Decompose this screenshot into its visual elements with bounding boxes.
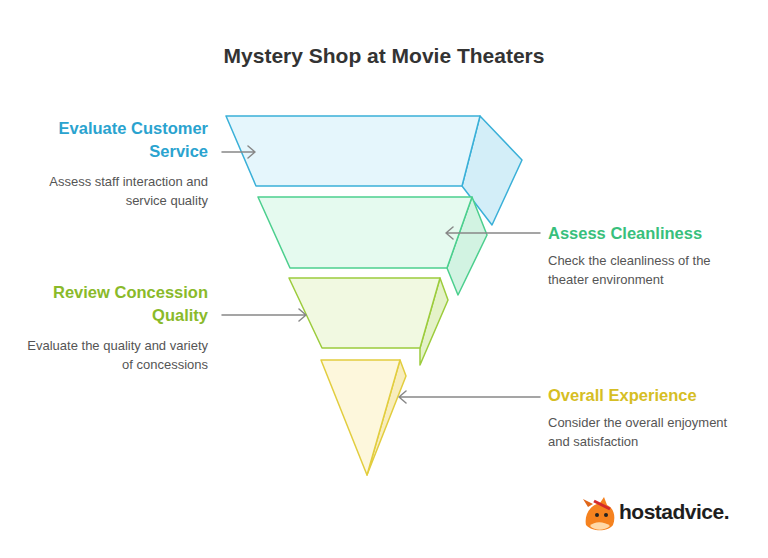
stage-description: Evaluate the quality and variety of conc… [23,336,208,374]
stage-heading: Evaluate Customer Service [23,117,208,163]
funnel-stage: Overall ExperienceConsider the overall e… [319,358,408,477]
stage-label: Review Concession QualityEvaluate the qu… [23,281,208,374]
stage-label: Evaluate Customer ServiceAssess staff in… [23,117,208,210]
stage-heading: Review Concession Quality [23,281,208,327]
logo-head [586,497,615,530]
leader-arrow [222,146,255,158]
funnel-slab [287,276,450,367]
logo-face [590,522,610,530]
leader-arrow [222,309,306,321]
logo-ear [583,499,593,507]
slab-front [258,197,472,268]
logo-eye [595,513,599,517]
funnel-stage: Review Concession QualityEvaluate the qu… [287,276,450,367]
logo-band [594,501,610,509]
funnel-slab [319,358,408,477]
stage-description: Check the cleanliness of the theater env… [548,251,733,289]
leader-arrow [399,391,540,403]
logo-eye [604,513,608,517]
slab-front [289,278,440,348]
watermark: hostadvice. [619,500,729,524]
stage-heading: Assess Cleanliness [548,222,733,245]
diagram-title: Mystery Shop at Movie Theaters [0,44,768,68]
slab-front [226,116,480,186]
stage-heading: Overall Experience [548,384,728,407]
stage-label: Assess CleanlinessCheck the cleanliness … [548,222,733,289]
slab-front [321,360,400,475]
fox-logo [580,495,620,535]
stage-description: Consider the overall enjoyment and satis… [548,413,728,451]
stage-description: Assess staff interaction and service qua… [23,172,208,210]
stage-label: Overall ExperienceConsider the overall e… [548,384,728,451]
